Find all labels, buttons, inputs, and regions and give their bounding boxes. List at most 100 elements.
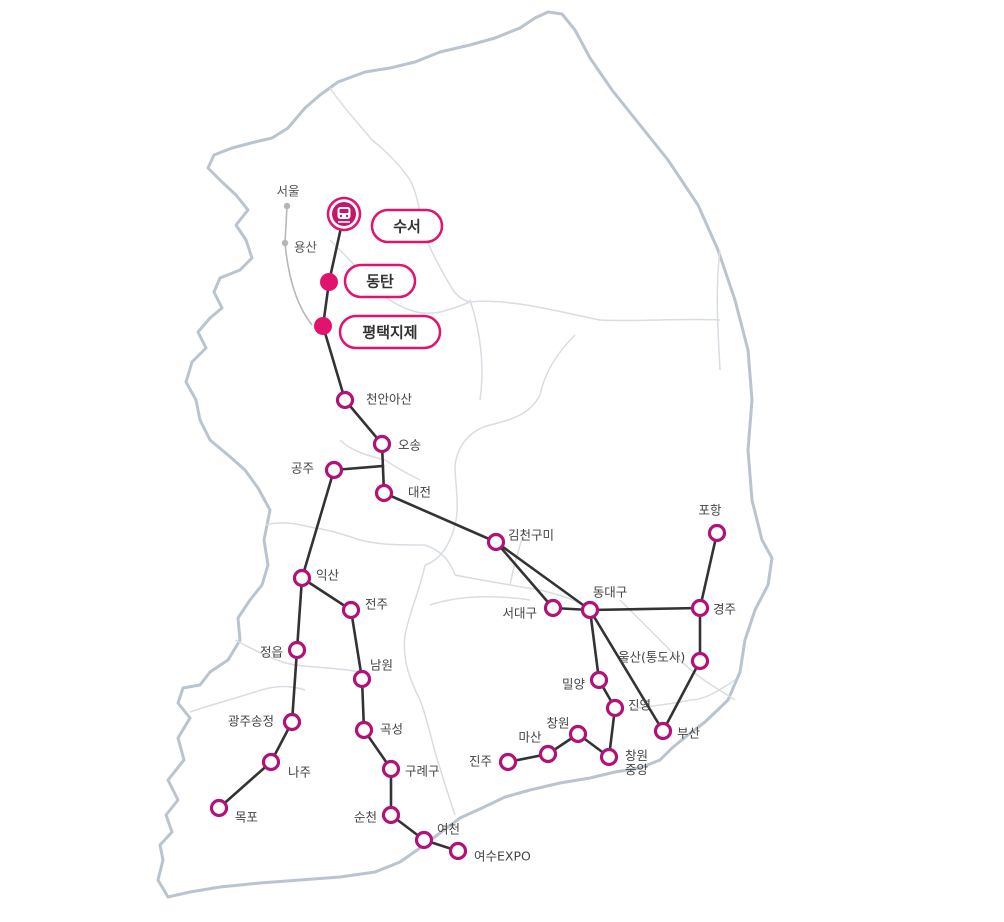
station-marker bbox=[282, 712, 302, 732]
station-label: 천안아산 bbox=[366, 392, 413, 407]
station-label: 서대구 bbox=[502, 606, 537, 621]
station-iksan[interactable]: 익산 bbox=[292, 568, 340, 588]
station-marker bbox=[599, 747, 619, 767]
srt-station-pyeongtaek[interactable]: 평택지제 bbox=[314, 314, 442, 350]
srt-station-dot bbox=[314, 317, 332, 335]
station-marker bbox=[538, 744, 558, 764]
station-marker bbox=[653, 721, 673, 741]
srt-station-label: 평택지제 bbox=[362, 324, 417, 342]
station-label: 광주송정 bbox=[228, 714, 274, 729]
station-label: 나주 bbox=[288, 765, 311, 780]
station-yeocheon[interactable]: 여천 bbox=[414, 822, 461, 850]
station-marker bbox=[605, 698, 625, 718]
station-marker bbox=[543, 598, 563, 618]
srt-station-dongtan[interactable]: 동탄 bbox=[320, 263, 417, 299]
station-label: 용산 bbox=[294, 240, 318, 255]
station-marker bbox=[287, 640, 307, 660]
station-marker bbox=[209, 798, 229, 818]
station-label: 여천 bbox=[437, 822, 460, 837]
station-label: 밀양 bbox=[562, 677, 586, 692]
station-dot bbox=[283, 202, 291, 210]
station-label: 울산(통도사) bbox=[618, 650, 685, 665]
station-label: 순천 bbox=[354, 810, 377, 825]
station-marker bbox=[324, 460, 344, 480]
srt-station-dot bbox=[320, 273, 338, 291]
station-seoul[interactable]: 서울 bbox=[276, 184, 300, 210]
station-label: 창원 bbox=[546, 716, 569, 731]
station-gongju[interactable]: 공주 bbox=[291, 460, 344, 480]
station-marker bbox=[589, 670, 609, 690]
station-cheonan[interactable]: 천안아산 bbox=[335, 390, 413, 410]
station-seodaegu[interactable]: 서대구 bbox=[502, 598, 563, 621]
station-marker bbox=[580, 600, 600, 620]
station-naju[interactable]: 나주 bbox=[261, 752, 312, 780]
station-label: 목포 bbox=[235, 810, 258, 825]
srt-station-label: 수서 bbox=[393, 218, 421, 236]
station-marker bbox=[354, 720, 374, 740]
station-busan[interactable]: 부산 bbox=[653, 721, 701, 741]
station-label: 전주 bbox=[365, 597, 388, 612]
station-marker bbox=[372, 434, 392, 454]
station-daejeon[interactable]: 대전 bbox=[374, 483, 432, 503]
station-marker bbox=[335, 390, 355, 410]
station-dot bbox=[281, 239, 289, 247]
station-label: 오송 bbox=[398, 438, 421, 453]
station-pohang[interactable]: 포항 bbox=[698, 503, 727, 543]
station-yongsan[interactable]: 용산 bbox=[281, 239, 318, 255]
station-jinju[interactable]: 진주 bbox=[469, 752, 518, 772]
station-label: 공주 bbox=[291, 461, 314, 476]
station-label: 익산 bbox=[316, 568, 340, 583]
station-label: 서울 bbox=[276, 184, 299, 199]
station-gyeongju[interactable]: 경주 bbox=[690, 598, 737, 618]
station-marker bbox=[292, 568, 312, 588]
line-gyeongjeon bbox=[506, 732, 611, 764]
station-suncheon[interactable]: 순천 bbox=[354, 805, 401, 825]
srt-station-label: 동탄 bbox=[366, 273, 394, 291]
station-namwon[interactable]: 남원 bbox=[352, 658, 394, 689]
srt-station-badge bbox=[370, 208, 444, 244]
station-label: 대전 bbox=[408, 485, 431, 500]
station-marker bbox=[448, 841, 468, 861]
station-marker bbox=[707, 523, 727, 543]
srt-station-badge bbox=[343, 263, 417, 299]
station-osong[interactable]: 오송 bbox=[372, 434, 422, 454]
srt-station-suseo[interactable]: 수서 bbox=[326, 196, 444, 244]
station-changwon[interactable]: 창원 bbox=[546, 716, 588, 744]
station-dongdaegu[interactable]: 동대구 bbox=[580, 585, 628, 620]
line-gyeongbu bbox=[382, 491, 665, 733]
station-label: 정읍 bbox=[260, 645, 283, 660]
station-jeongeup[interactable]: 정읍 bbox=[260, 640, 307, 660]
station-mokpo[interactable]: 목포 bbox=[209, 798, 259, 825]
line-gyeongbu-alt bbox=[588, 608, 617, 759]
station-marker bbox=[341, 600, 361, 620]
station-marker bbox=[381, 805, 401, 825]
station-marker bbox=[261, 752, 281, 772]
station-marker bbox=[352, 669, 372, 689]
station-miryang[interactable]: 밀양 bbox=[562, 670, 609, 692]
station-gokseong[interactable]: 곡성 bbox=[354, 720, 404, 740]
station-marker bbox=[414, 830, 434, 850]
station-label: 진영 bbox=[628, 698, 651, 713]
station-gwangju[interactable]: 광주송정 bbox=[228, 712, 302, 732]
station-marker bbox=[498, 752, 518, 772]
station-gurye[interactable]: 구례구 bbox=[381, 759, 440, 779]
station-marker bbox=[568, 724, 588, 744]
station-masan[interactable]: 마산 bbox=[518, 730, 558, 764]
station-marker bbox=[690, 598, 710, 618]
station-label: 동대구 bbox=[593, 585, 628, 600]
station-label: 구례구 bbox=[405, 764, 440, 779]
srt-station-badge bbox=[338, 314, 442, 350]
station-ulsan[interactable]: 울산(통도사) bbox=[618, 650, 710, 671]
station-jinyeong[interactable]: 진영 bbox=[605, 698, 652, 718]
station-gimcheon[interactable]: 김천구미 bbox=[486, 528, 555, 552]
station-marker bbox=[374, 483, 394, 503]
station-yeosu[interactable]: 여수EXPO bbox=[448, 841, 531, 864]
station-marker bbox=[486, 532, 506, 552]
station-jeonju[interactable]: 전주 bbox=[341, 597, 389, 620]
station-label: 김천구미 bbox=[508, 528, 554, 543]
